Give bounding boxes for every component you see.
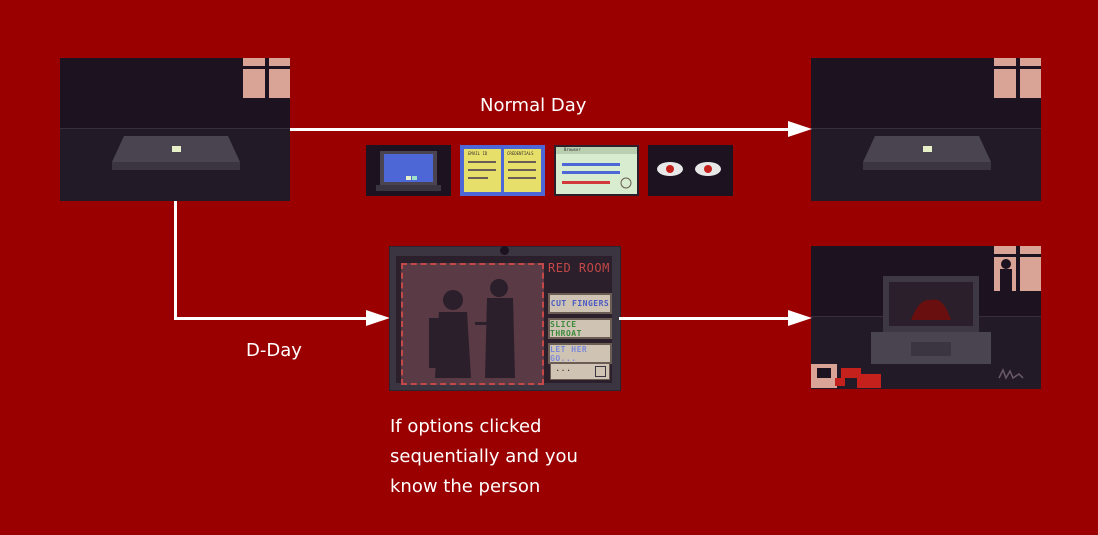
window-frame [1016,246,1020,291]
window-frame [1016,58,1020,98]
window-frame [243,66,290,69]
condition-note: If options clicked sequentially and you … [390,412,650,502]
open-laptop-icon [871,276,991,364]
window-frame [265,58,269,98]
closed-laptop-icon [863,136,991,170]
red-room-input[interactable]: ... [550,363,610,380]
laptop-desktop-icon [366,145,451,196]
condition-note-line-2: sequentially and you [390,446,578,467]
red-room-input-placeholder: ... [555,364,572,374]
option-cut-fingers[interactable]: CUT FINGERS [548,293,612,314]
closed-laptop-icon [112,136,240,170]
arrow-normal-day-head [788,121,812,137]
blood-splatter-icon [811,364,881,388]
arrow-d-day-head [366,310,390,326]
arrow-d-day-horizontal [174,317,370,320]
condition-note-line-3: know the person [390,476,541,497]
signature-mark-icon [998,368,1024,380]
watching-eyes-icon [648,145,733,196]
normal-day-label: Normal Day [480,95,587,116]
arrow-red-room-line [619,317,790,320]
webcam-dot [500,246,509,255]
red-room-title: RED ROOM [548,261,610,275]
silhouette-icon [1000,259,1012,291]
sticky-note-label-credentials: CREDENTIALS [507,151,534,156]
window-frame [994,254,1041,257]
d-day-label: D-Day [246,340,302,361]
video-feed [401,263,544,385]
browser-window-icon [554,145,639,196]
window-frame [994,66,1041,69]
arrow-red-room-head [788,310,812,326]
option-slice-throat[interactable]: SLICE THROAT [548,318,612,339]
arrow-d-day-vertical [174,201,177,320]
scene-normal-end [811,58,1041,201]
submit-icon[interactable] [595,366,606,377]
browser-window-title: Browser [564,147,581,152]
scene-start [60,58,290,201]
sticky-notes-icon [460,145,545,196]
sticky-note-label-email: EMAIL ID [468,151,488,156]
scene-d-day-end [811,246,1041,389]
hostage-silhouette-icon [429,279,515,378]
option-let-her-go[interactable]: LET HER GO... [548,343,612,364]
condition-note-line-1: If options clicked [390,416,542,437]
arrow-normal-day-line [290,128,790,131]
